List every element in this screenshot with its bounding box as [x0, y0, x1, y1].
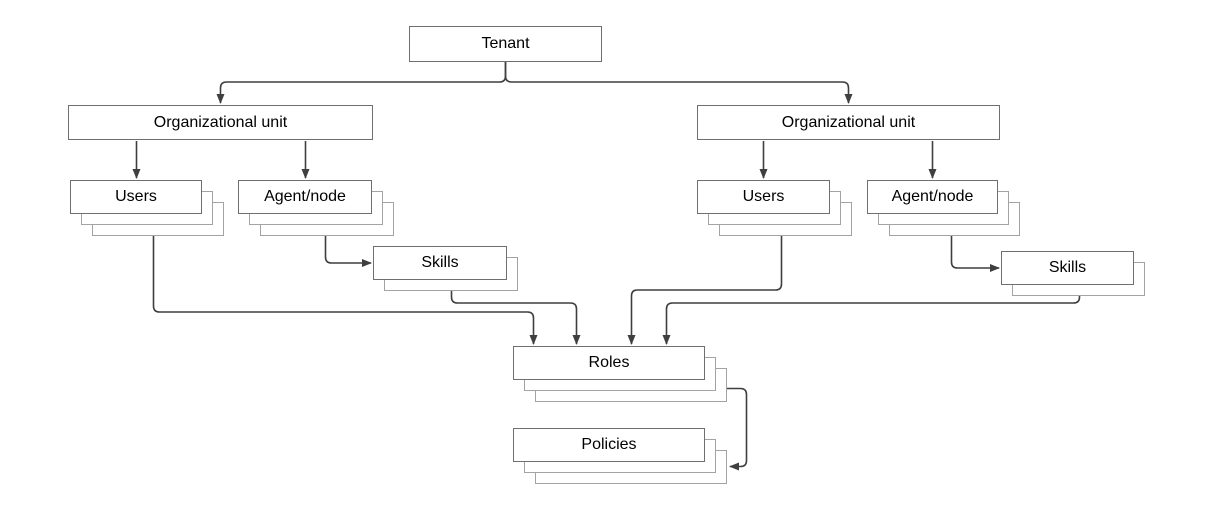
node-roles: Roles [513, 346, 727, 402]
node-agent-node-right-label: Agent/node [891, 188, 974, 205]
edge-tenant-to-org-unit-right [504, 62, 853, 104]
node-roles-box: Roles [513, 346, 705, 380]
edge-agent-node-right-to-skills-right [950, 236, 1000, 272]
node-roles-label: Roles [588, 354, 630, 371]
node-tenant-label: Tenant [481, 35, 530, 52]
node-skills-left-box: Skills [373, 246, 507, 280]
edge-tenant-to-org-unit-left [216, 62, 507, 104]
node-org-unit-right-label: Organizational unit [781, 113, 916, 131]
node-agent-node-right-box: Agent/node [867, 180, 998, 214]
node-skills-right-label: Skills [1048, 259, 1087, 276]
node-policies-label: Policies [581, 436, 637, 453]
node-tenant-box: Tenant [409, 26, 602, 62]
node-org-unit-left-box: Organizational unit [68, 105, 373, 140]
node-agent-node-right: Agent/node [867, 180, 1020, 236]
node-skills-left: Skills [373, 246, 518, 291]
node-users-left-box: Users [70, 180, 202, 214]
node-skills-right-box: Skills [1001, 251, 1134, 285]
node-users-left-label: Users [115, 188, 157, 205]
node-users-right: Users [697, 180, 852, 236]
node-org-unit-left: Organizational unit [68, 105, 373, 140]
node-org-unit-left-label: Organizational unit [153, 113, 288, 131]
node-skills-right: Skills [1001, 251, 1145, 296]
node-agent-node-left-label: Agent/node [264, 188, 346, 205]
edge-agent-node-left-to-skills-left [324, 236, 372, 267]
edge-skills-left-to-roles [450, 291, 581, 345]
edge-users-right-to-roles [627, 236, 783, 345]
node-users-right-box: Users [697, 180, 830, 214]
node-users-left: Users [70, 180, 224, 236]
edge-roles-to-policies [727, 387, 748, 471]
node-agent-node-left-box: Agent/node [238, 180, 372, 214]
node-users-right-label: Users [742, 188, 785, 205]
edge-skills-right-to-roles [662, 296, 1081, 345]
node-tenant: Tenant [409, 26, 602, 62]
node-org-unit-right-box: Organizational unit [697, 105, 1000, 140]
node-policies-box: Policies [513, 428, 705, 462]
node-agent-node-left: Agent/node [238, 180, 394, 236]
node-policies: Policies [513, 428, 727, 484]
node-org-unit-right: Organizational unit [697, 105, 1000, 140]
node-skills-left-label: Skills [421, 254, 459, 271]
